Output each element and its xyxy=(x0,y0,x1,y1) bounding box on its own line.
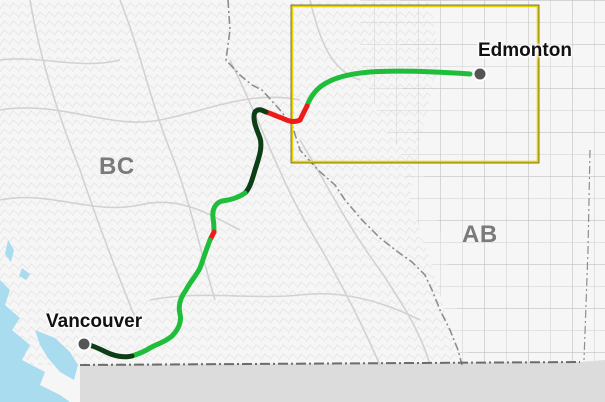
highway-network xyxy=(0,0,431,366)
strait-water xyxy=(35,330,78,380)
city-label-edmonton: Edmonton xyxy=(478,40,572,61)
province-label-bc: BC xyxy=(99,153,135,180)
city-marker-edmonton xyxy=(472,66,488,82)
alberta-saskatchewan-edge xyxy=(583,149,591,361)
provincial-boundary xyxy=(225,0,463,366)
alberta-road-grid-major xyxy=(400,0,605,365)
route-segment-dark-green xyxy=(83,341,135,360)
us-land xyxy=(80,360,605,402)
route-segment-dark-green xyxy=(242,107,269,196)
city-label-vancouver: Vancouver xyxy=(46,311,143,332)
pacific-water xyxy=(0,280,70,402)
route-line xyxy=(83,68,473,360)
mountain-terrain xyxy=(0,0,460,365)
route-segment-green xyxy=(210,190,248,235)
lake-water xyxy=(5,240,30,280)
edmonton-highlight-box xyxy=(290,4,540,164)
city-marker-vancouver xyxy=(76,336,92,352)
international-border xyxy=(79,361,581,366)
route-segment-green xyxy=(129,237,213,359)
route-segment-green xyxy=(304,68,473,109)
province-label-ab: AB xyxy=(462,221,498,248)
route-segment-red xyxy=(263,109,303,124)
